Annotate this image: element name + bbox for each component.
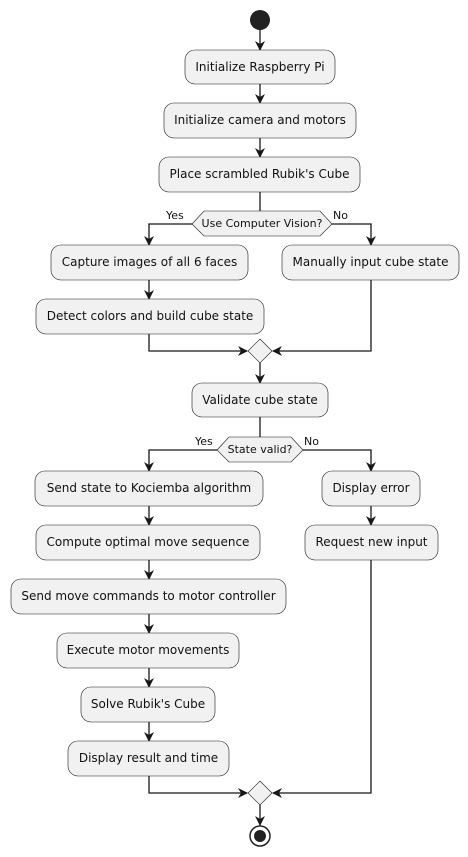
decision-vision (191, 210, 333, 237)
label-vision-yes: Yes (166, 209, 184, 222)
label-solve: Solve Rubik's Cube (90, 697, 206, 711)
action-send-moves (10, 578, 287, 615)
edge (272, 280, 372, 356)
label-display-error: Display error (332, 481, 410, 495)
action-send-state (34, 470, 264, 507)
action-validate (191, 382, 329, 418)
merge-vision (247, 338, 273, 364)
edge-valid-no (303, 449, 376, 472)
edge-valid-yes (144, 449, 217, 472)
label-request-input: Request new input (315, 535, 428, 549)
edge-vision-yes (144, 223, 192, 246)
label-init-camera: Initialize camera and motors (174, 113, 346, 127)
edge-vision-no (332, 223, 376, 246)
action-manual (281, 244, 460, 281)
label-vision-decision: Use Computer Vision? (201, 217, 323, 230)
label-capture: Capture images of all 6 faces (61, 255, 238, 269)
action-display-result (67, 740, 230, 777)
edge (148, 776, 248, 798)
label-detect: Detect colors and build cube state (46, 309, 254, 323)
action-solve (80, 686, 216, 723)
label-send-state: Send state to Kociemba algorithm (46, 481, 252, 495)
action-init-pi (184, 49, 336, 85)
merge-valid (247, 780, 273, 806)
start-node (250, 10, 270, 30)
action-detect (35, 298, 265, 335)
action-display-error (321, 470, 421, 507)
action-request-input (304, 524, 439, 561)
label-execute: Execute motor movements (66, 643, 230, 657)
label-valid-yes: Yes (195, 435, 213, 448)
action-capture (50, 244, 249, 281)
edge (272, 560, 372, 798)
end-node (249, 825, 271, 847)
action-compute (35, 524, 261, 561)
edge (148, 334, 248, 356)
action-execute (56, 632, 240, 669)
label-init-pi: Initialize Raspberry Pi (195, 60, 325, 74)
action-init-camera (163, 102, 357, 139)
label-vision-no: No (333, 209, 348, 222)
label-validate: Validate cube state (202, 393, 318, 407)
decision-valid (216, 436, 304, 463)
action-place-cube (158, 156, 361, 193)
label-manual: Manually input cube state (292, 255, 449, 269)
label-valid-no: No (304, 435, 319, 448)
label-valid-decision: State valid? (227, 443, 293, 456)
label-send-moves: Send move commands to motor controller (21, 589, 276, 603)
label-compute: Compute optimal move sequence (46, 535, 250, 549)
label-display-result: Display result and time (78, 751, 219, 765)
end-node-core (254, 830, 266, 842)
label-place-cube: Place scrambled Rubik's Cube (169, 167, 350, 181)
